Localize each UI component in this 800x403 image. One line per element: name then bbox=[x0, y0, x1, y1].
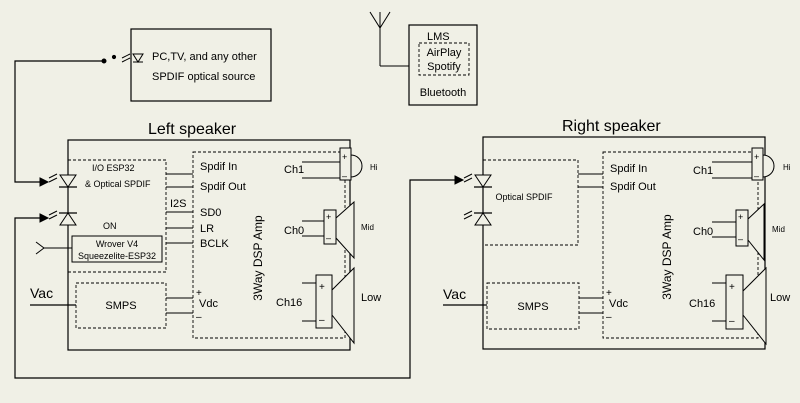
left-ch0: Ch0 bbox=[284, 225, 304, 237]
left-io-line1: I/O ESP32 bbox=[92, 163, 135, 173]
left-hi-minus: – bbox=[342, 171, 347, 181]
left-vdc: Vdc bbox=[199, 298, 218, 310]
left-ch1: Ch1 bbox=[284, 164, 304, 176]
right-hi-minus: – bbox=[754, 171, 759, 181]
right-spdif-out: Spdif Out bbox=[610, 181, 656, 193]
right-hi-tweeter-icon bbox=[751, 147, 775, 181]
antenna-icon bbox=[369, 11, 409, 67]
left-mid-plus: + bbox=[326, 212, 331, 222]
left-sd0: SD0 bbox=[200, 207, 221, 219]
left-speaker-title: Left speaker bbox=[148, 121, 237, 138]
right-vdc: Vdc bbox=[609, 298, 628, 310]
left-antenna-icon bbox=[35, 241, 72, 255]
source-led-icon bbox=[121, 53, 144, 63]
right-vdc-minus: – bbox=[606, 312, 612, 323]
left-vdc-plus: + bbox=[196, 288, 202, 299]
left-hi-label: Hi bbox=[370, 163, 378, 172]
source-line2: SPDIF optical source bbox=[152, 71, 255, 83]
left-spdif-out: Spdif Out bbox=[200, 181, 246, 193]
bluetooth-label: Bluetooth bbox=[420, 87, 466, 99]
right-speaker-title: Right speaker bbox=[562, 118, 661, 135]
left-bclk: BCLK bbox=[200, 238, 229, 250]
left-lr: LR bbox=[200, 223, 214, 235]
left-smps-label: SMPS bbox=[105, 300, 136, 312]
left-vdc-minus: – bbox=[196, 312, 202, 323]
left-ch16: Ch16 bbox=[276, 297, 302, 309]
source-cable bbox=[14, 60, 104, 183]
left-mid-driver-icon bbox=[323, 200, 355, 260]
right-low-label: Low bbox=[770, 292, 790, 304]
right-mid-driver-icon bbox=[735, 202, 765, 262]
left-wrover-line1: Wrover V4 bbox=[96, 239, 138, 249]
right-mid-minus: – bbox=[738, 234, 743, 244]
right-led-icon-1 bbox=[463, 173, 492, 188]
right-ch16: Ch16 bbox=[689, 298, 715, 310]
right-speaker: Right speaker Optical SPDIF Vac SMPS Spd… bbox=[443, 118, 791, 350]
left-speaker: Left speaker I/O ESP32 & Optical SPDIF O… bbox=[30, 121, 381, 351]
left-amp-label: 3Way DSP Amp bbox=[251, 215, 265, 301]
left-mid-minus: – bbox=[326, 233, 331, 243]
left-spdif-in: Spdif In bbox=[200, 161, 237, 173]
left-wrover-line2: Squeezelite-ESP32 bbox=[78, 251, 156, 261]
source-line1: PC,TV, and any other bbox=[152, 51, 257, 63]
right-ch1: Ch1 bbox=[693, 165, 713, 177]
left-low-minus: – bbox=[319, 315, 325, 326]
left-low-label: Low bbox=[361, 292, 381, 304]
right-ch0: Ch0 bbox=[693, 226, 713, 238]
left-hi-tweeter-icon bbox=[339, 147, 363, 181]
airplay-label: AirPlay bbox=[427, 47, 462, 59]
right-low-plus: + bbox=[729, 282, 735, 293]
lms-label: LMS bbox=[427, 31, 450, 43]
right-smps-label: SMPS bbox=[517, 301, 548, 313]
right-hi-label: Hi bbox=[783, 163, 791, 172]
right-led-icon-2 bbox=[463, 210, 492, 226]
left-low-plus: + bbox=[319, 282, 325, 293]
right-optical-label: Optical SPDIF bbox=[495, 192, 553, 202]
right-amp-label: 3Way DSP Amp bbox=[660, 214, 674, 300]
right-mid-plus: + bbox=[738, 212, 743, 222]
left-led-icon-2 bbox=[48, 210, 77, 226]
left-vac-label: Vac bbox=[30, 285, 53, 301]
link-cable bbox=[14, 179, 455, 379]
right-vdc-plus: + bbox=[606, 288, 612, 299]
left-on-label: ON bbox=[103, 221, 117, 231]
streaming-box: LMS AirPlay Spotify Bluetooth bbox=[369, 11, 478, 106]
left-low-woofer-icon bbox=[315, 266, 355, 345]
spotify-label: Spotify bbox=[427, 61, 461, 73]
left-io-line2: & Optical SPDIF bbox=[85, 179, 151, 189]
right-mid-label: Mid bbox=[772, 225, 785, 234]
i2s-label: I2S bbox=[170, 198, 187, 210]
spdif-source: PC,TV, and any other SPDIF optical sourc… bbox=[121, 28, 272, 102]
right-low-woofer-icon bbox=[725, 266, 767, 346]
left-led-icon-1 bbox=[48, 173, 77, 188]
right-hi-plus: + bbox=[754, 152, 759, 162]
left-hi-plus: + bbox=[342, 152, 347, 162]
right-vac-label: Vac bbox=[443, 286, 466, 302]
right-low-minus: – bbox=[729, 316, 735, 327]
right-spdif-in: Spdif In bbox=[610, 163, 647, 175]
left-mid-label: Mid bbox=[361, 223, 374, 232]
